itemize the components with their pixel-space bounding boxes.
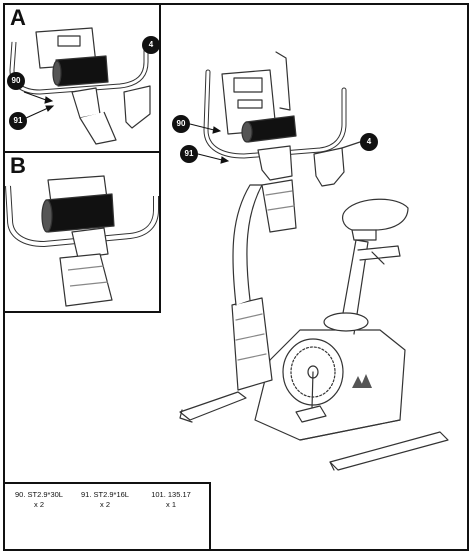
callout-90-panel-a: 90 xyxy=(7,72,25,90)
callout-4-panel-a: 4 xyxy=(142,36,160,54)
callout-91-main: 91 xyxy=(180,145,198,163)
part-qty: x 2 xyxy=(99,500,110,509)
detail-panel-a: A xyxy=(3,3,161,153)
callout-4-main: 4 xyxy=(360,133,378,151)
part-qty: x 2 xyxy=(33,500,44,509)
part-item-91: 91. ST2.9*16L x 2 xyxy=(73,490,137,510)
part-item-101: 101. 135.17 x 1 xyxy=(139,490,203,510)
callout-90-main: 90 xyxy=(172,115,190,133)
parts-list: 90. ST2.9*30L x 2 91. ST2.9*16L x 2 101.… xyxy=(3,482,211,551)
part-label: 90. ST2.9*30L xyxy=(15,490,63,499)
part-qty: x 1 xyxy=(165,500,176,509)
panel-label-a: A xyxy=(10,5,26,30)
part-item-90: 90. ST2.9*30L x 2 xyxy=(7,490,71,510)
detail-panel-b: B xyxy=(3,151,161,313)
panel-label-b: B xyxy=(10,153,26,178)
callout-91-panel-a: 91 xyxy=(9,112,27,130)
part-label: 101. 135.17 xyxy=(151,490,191,499)
part-label: 91. ST2.9*16L xyxy=(81,490,129,499)
